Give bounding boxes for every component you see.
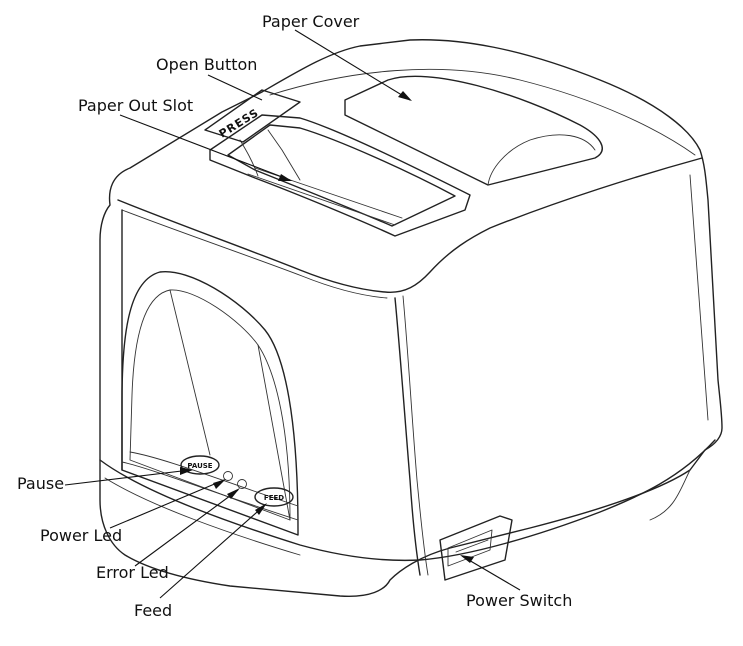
- printer-body: [99, 39, 723, 597]
- feed-button-text: FEED: [264, 494, 284, 502]
- callout-power-led: [109, 479, 225, 529]
- arrowhead-feed: [255, 503, 267, 515]
- label-error-led: Error Led: [96, 563, 169, 582]
- error-led: [237, 479, 247, 489]
- arrowhead-power-switch: [460, 555, 474, 563]
- arrowhead-error-led: [227, 488, 240, 499]
- label-paper-cover: Paper Cover: [262, 12, 360, 31]
- arrowhead-power-led: [213, 479, 226, 489]
- paper-slot-area: [209, 114, 471, 237]
- arrowhead-paper-out-slot: [278, 174, 292, 181]
- power-switch: [439, 515, 513, 581]
- callout-arrowheads: [180, 91, 474, 563]
- callout-feed: [159, 504, 266, 599]
- control-panel: PAUSE FEED: [121, 451, 299, 521]
- callout-error-led: [134, 489, 239, 567]
- callout-lines: [64, 29, 521, 599]
- arrowhead-pause: [180, 467, 193, 475]
- label-power-switch: Power Switch: [466, 591, 572, 610]
- paper-window: [121, 271, 299, 536]
- callout-pause: [64, 469, 191, 486]
- open-button: PRESS: [204, 89, 301, 143]
- pause-button: [180, 455, 220, 475]
- label-paper-out-slot: Paper Out Slot: [78, 96, 193, 115]
- power-led: [223, 471, 233, 481]
- arrowhead-paper-cover: [398, 91, 412, 101]
- label-power-led: Power Led: [40, 526, 122, 545]
- pause-button-text: PAUSE: [187, 462, 212, 470]
- feed-button: [254, 487, 294, 507]
- callout-power-switch: [461, 555, 521, 591]
- callout-paper-cover: [294, 29, 411, 101]
- callout-open-button: [207, 74, 263, 101]
- label-pause: Pause: [17, 474, 64, 493]
- callout-paper-out-slot: [119, 114, 291, 181]
- label-open-button: Open Button: [156, 55, 257, 74]
- callout-labels: Paper Cover Open Button Paper Out Slot P…: [17, 12, 572, 620]
- label-feed: Feed: [134, 601, 172, 620]
